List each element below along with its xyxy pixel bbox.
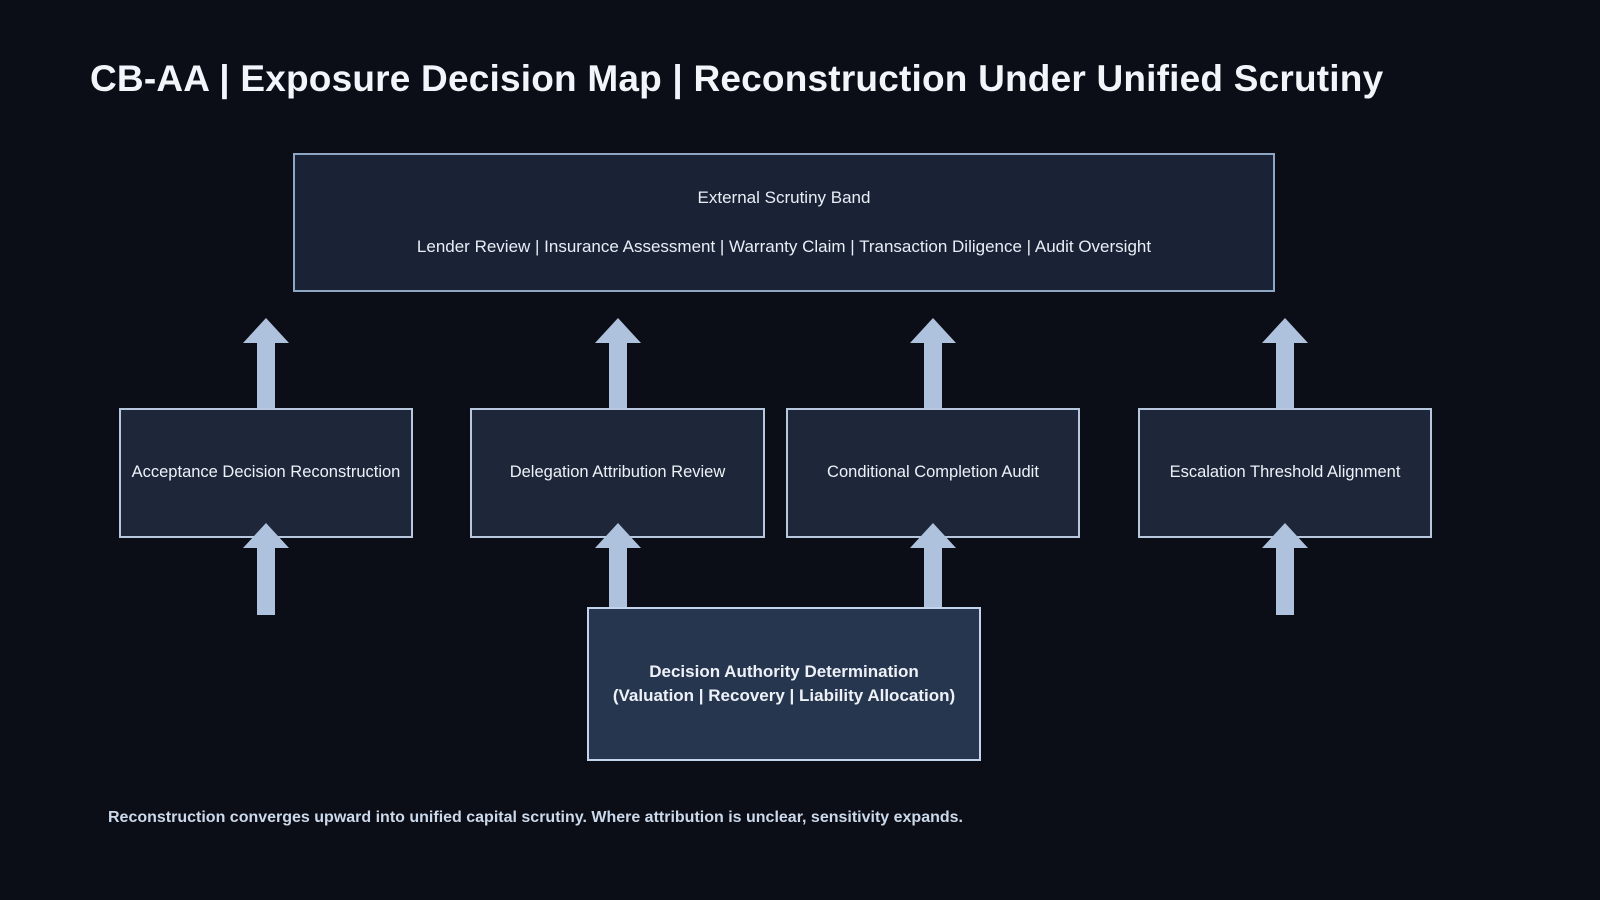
node-decision-authority-determination[interactable]: Decision Authority Determination (Valuat…: [587, 607, 981, 761]
node-label: Escalation Threshold Alignment: [1169, 463, 1401, 482]
node-acceptance-decision-reconstruction[interactable]: Acceptance Decision Reconstruction: [119, 408, 413, 538]
arrow-root-to-conditional: [910, 523, 956, 615]
arrow-into-acceptance: [243, 523, 289, 615]
external-scrutiny-band[interactable]: External Scrutiny Band Lender Review | I…: [293, 153, 1275, 292]
root-label-line-1: Decision Authority Determination: [649, 661, 919, 681]
root-label-line-2: (Valuation | Recovery | Liability Alloca…: [612, 686, 956, 705]
node-label: Acceptance Decision Reconstruction: [131, 463, 401, 482]
node-label: Conditional Completion Audit: [827, 463, 1039, 482]
footer-caption: Reconstruction converges upward into uni…: [108, 809, 963, 826]
band-title: External Scrutiny Band: [697, 187, 871, 207]
arrow-acceptance-to-band: [243, 318, 289, 410]
node-conditional-completion-audit[interactable]: Conditional Completion Audit: [786, 408, 1080, 538]
arrow-into-escalation: [1262, 523, 1308, 615]
band-subtitle: Lender Review | Insurance Assessment | W…: [416, 237, 1152, 256]
node-label: Delegation Attribution Review: [509, 463, 726, 482]
node-delegation-attribution-review[interactable]: Delegation Attribution Review: [470, 408, 765, 538]
arrow-conditional-to-band: [910, 318, 956, 410]
arrow-root-to-delegation: [595, 523, 641, 615]
arrow-escalation-to-band: [1262, 318, 1308, 410]
page-title: CB-AA | Exposure Decision Map | Reconstr…: [90, 58, 1384, 99]
arrow-delegation-to-band: [595, 318, 641, 410]
node-escalation-threshold-alignment[interactable]: Escalation Threshold Alignment: [1138, 408, 1432, 538]
